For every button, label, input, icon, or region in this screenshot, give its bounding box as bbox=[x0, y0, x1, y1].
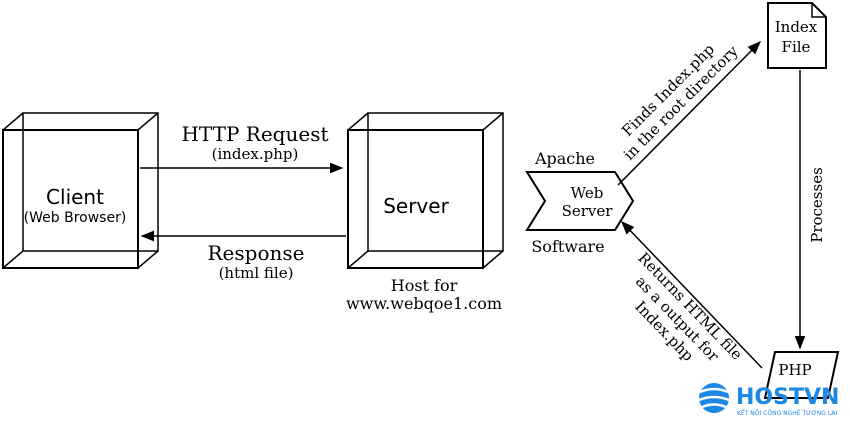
finds-line2: in the root directory bbox=[620, 42, 742, 164]
index-file-fold bbox=[811, 3, 826, 18]
webserver-bottom-label: Software bbox=[531, 237, 604, 256]
response-sublabel: (html file) bbox=[219, 264, 294, 282]
client-title: Client bbox=[46, 185, 104, 209]
php-box bbox=[763, 351, 840, 399]
index-file-line2: File bbox=[782, 38, 811, 56]
request-label: HTTP Request bbox=[181, 122, 328, 146]
finds-arrow bbox=[617, 41, 761, 186]
server-host-line2: www.webqoe1.com bbox=[346, 294, 502, 313]
response-label: Response bbox=[208, 241, 305, 265]
server-box bbox=[347, 112, 504, 269]
logo-name: HOSTVN bbox=[736, 385, 839, 410]
client-box bbox=[2, 112, 159, 269]
webserver-top-label: Apache bbox=[534, 149, 595, 168]
processes-label: Processes bbox=[808, 167, 826, 243]
index-file-line1: Index bbox=[775, 18, 818, 36]
webserver-line2: Server bbox=[562, 202, 614, 220]
request-sublabel: (index.php) bbox=[212, 145, 299, 163]
hostvn-logo: HOSTVN KẾT NỐI CÔNG NGHỆ TƯƠNG LAI bbox=[698, 383, 839, 417]
web-server-shape bbox=[525, 171, 635, 231]
index-file-document bbox=[767, 2, 827, 69]
server-title: Server bbox=[383, 194, 449, 218]
server-host-line1: Host for bbox=[391, 276, 458, 295]
webserver-line1: Web bbox=[571, 184, 604, 202]
hostvn-globe-icon bbox=[698, 383, 730, 413]
php-label: PHP bbox=[778, 361, 811, 379]
returns-arrow bbox=[621, 221, 763, 369]
logo-tagline: KẾT NỐI CÔNG NGHỆ TƯƠNG LAI bbox=[737, 409, 837, 417]
client-subtitle: (Web Browser) bbox=[24, 210, 127, 226]
